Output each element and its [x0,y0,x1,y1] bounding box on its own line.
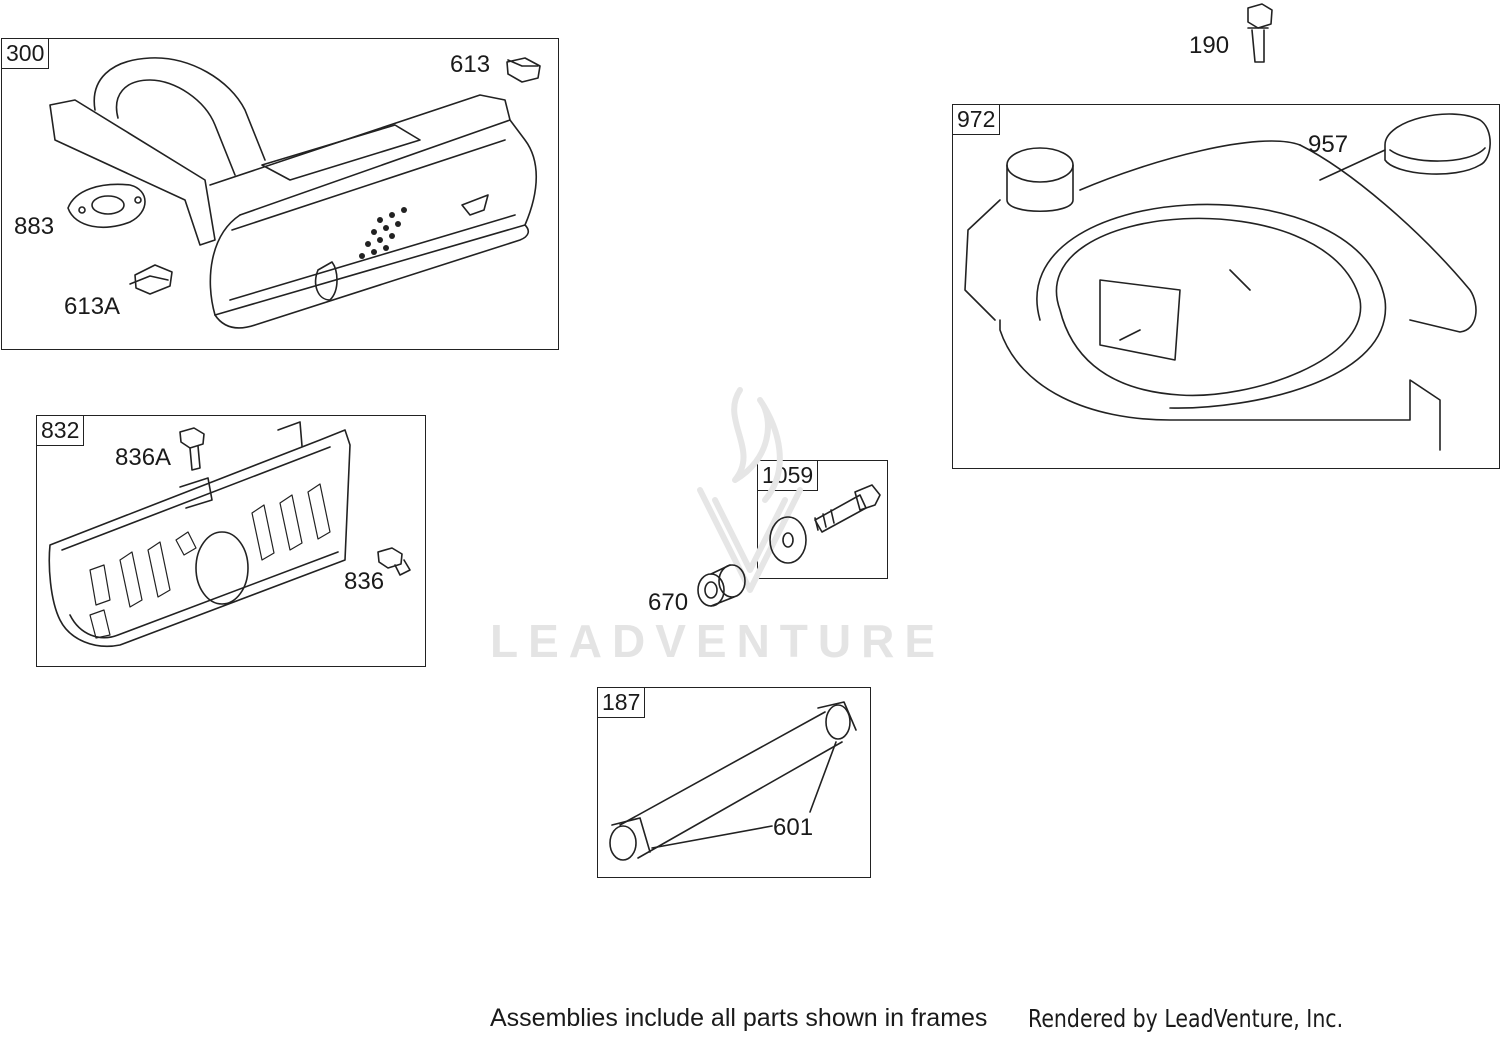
callout-613: 613 [450,51,491,78]
callout-836: 836 [344,568,385,595]
callout-670: 670 [648,589,689,616]
frame-187-tube: 187 [597,687,871,878]
fuel-tank-drawing [964,113,1491,451]
callout-190: 190 [1189,32,1230,59]
callout-836a: 836A [115,444,172,471]
muffler-drawing [49,57,541,329]
callout-601: 601 [773,814,814,841]
frame-label: 300 [2,39,50,69]
frame-832-guard: 832 [36,415,426,667]
fuel-tube-drawing [609,701,857,861]
watermark-flame-icon [697,387,803,593]
assemblies-note: Assemblies include all parts shown in fr… [490,1004,988,1032]
bolt-190-drawing [1247,3,1273,63]
callout-883: 883 [14,213,55,240]
frame-label: 1059 [758,461,819,491]
spacer-and-screw-drawing [697,484,881,607]
muffler-vent-holes-icon [359,207,407,259]
callout-957: 957 [1308,131,1349,158]
muffler-guard-drawing [48,421,411,647]
frame-300-muffler: 300 [1,38,559,350]
rendered-by-credit: Rendered by LeadVenture, Inc. [1028,1004,1344,1033]
callout-613a: 613A [64,293,121,320]
watermark-text: LEADVENTURE [490,615,946,667]
frame-972-fuel-tank: 972 [952,104,1500,469]
frame-label: 187 [598,688,646,718]
frame-label: 972 [953,105,1001,135]
frame-label: 832 [37,416,85,446]
